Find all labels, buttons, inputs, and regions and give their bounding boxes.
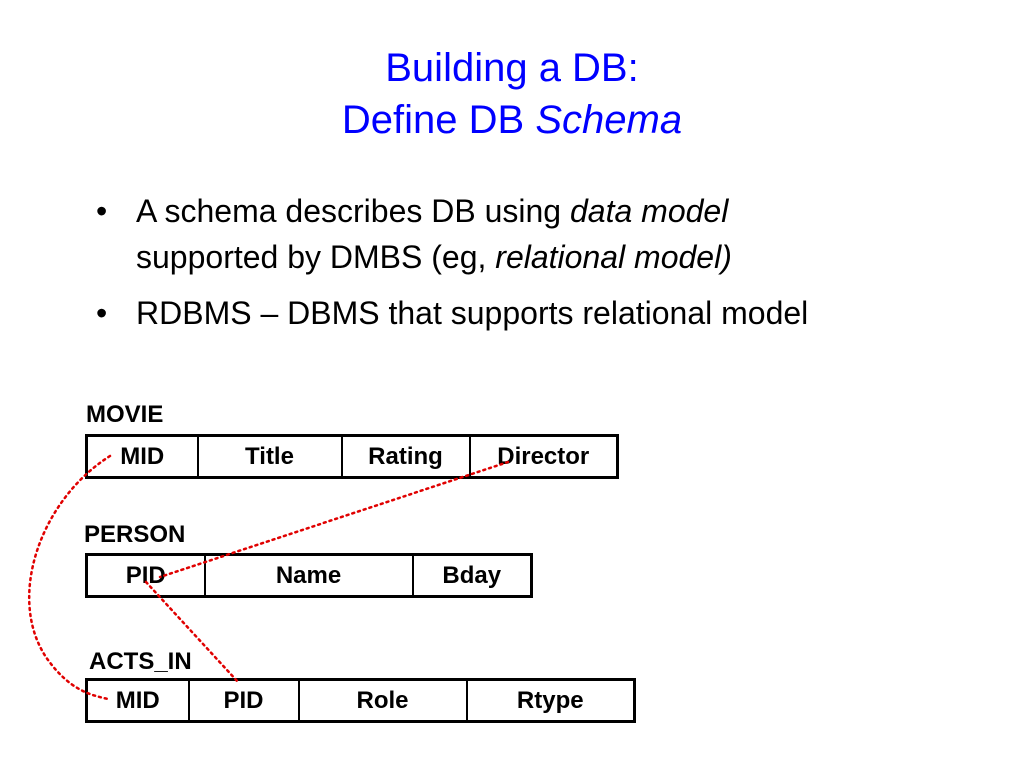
bullet-item: • RDBMS – DBMS that supports relational …	[96, 290, 996, 336]
column-name: Name	[203, 553, 414, 598]
title-line-1: Building a DB:	[385, 46, 639, 90]
table-row: MID PID Role Rtype	[85, 678, 636, 723]
table-row: PID Name Bday	[85, 553, 533, 598]
bullet-text: supported by DMBS (eg,	[136, 239, 496, 275]
title-line-2: Define DB Schema	[0, 94, 1024, 146]
table-person: PID Name Bday	[85, 553, 533, 598]
bullet-icon: •	[96, 295, 108, 331]
bullet-icon: •	[96, 193, 108, 229]
title-line-2-italic: Schema	[535, 98, 683, 142]
bullet-list: • A schema describes DB using data model…	[96, 188, 996, 346]
bullet-italic: data model	[569, 193, 729, 229]
table-name-person: PERSON	[84, 521, 186, 548]
column-pid: PID	[85, 553, 206, 598]
column-bday: Bday	[411, 553, 533, 598]
table-name-acts-in: ACTS_IN	[89, 648, 192, 675]
bullet-italic: relational model)	[495, 239, 732, 275]
column-rtype: Rtype	[465, 678, 636, 723]
table-movie: MID Title Rating Director	[85, 434, 619, 479]
column-pid: PID	[187, 678, 300, 723]
column-mid: MID	[85, 434, 199, 479]
slide-title: Building a DB: Define DB Schema	[0, 42, 1024, 146]
column-title: Title	[196, 434, 343, 479]
table-acts-in: MID PID Role Rtype	[85, 678, 636, 723]
bullet-item: • A schema describes DB using data model…	[96, 188, 996, 280]
title-line-2-text: Define DB	[341, 98, 536, 142]
column-mid: MID	[85, 678, 190, 723]
table-name-movie: MOVIE	[86, 401, 164, 428]
bullet-text: RDBMS – DBMS that supports relational mo…	[136, 295, 809, 331]
table-row: MID Title Rating Director	[85, 434, 619, 479]
column-director: Director	[468, 434, 619, 479]
column-role: Role	[297, 678, 468, 723]
bullet-text: A schema describes DB using	[136, 193, 570, 229]
column-rating: Rating	[340, 434, 471, 479]
